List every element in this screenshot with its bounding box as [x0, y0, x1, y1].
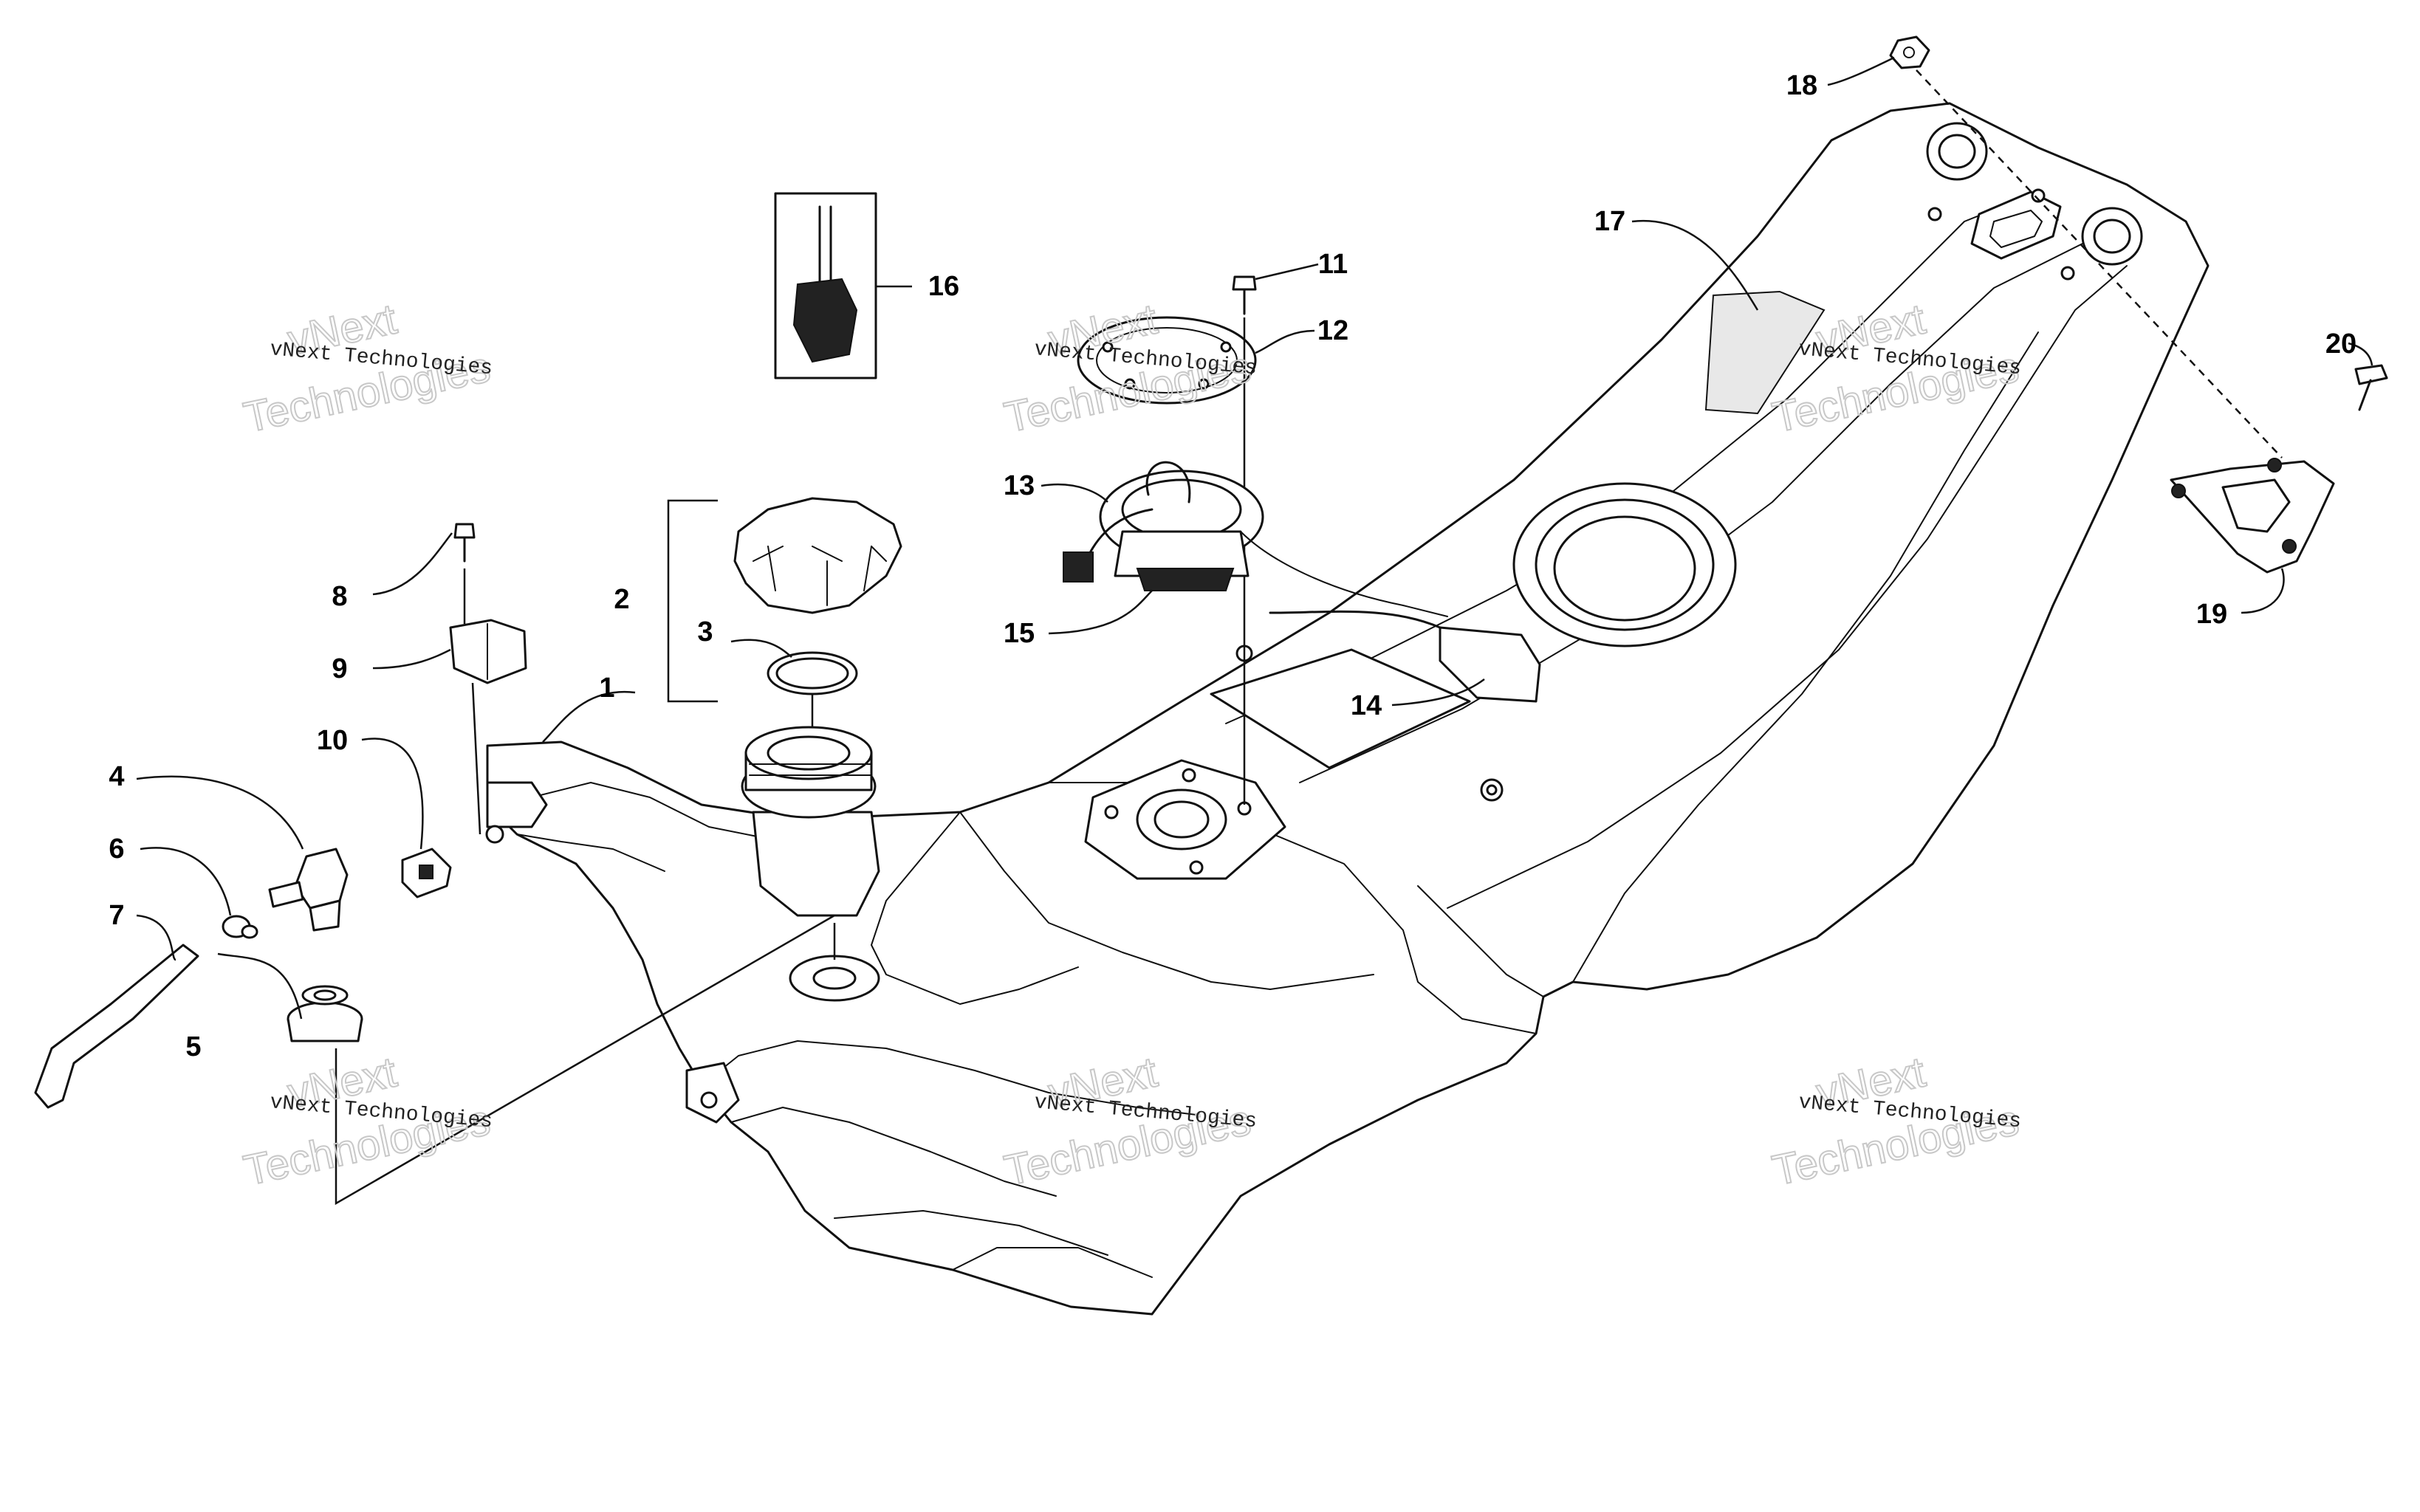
filler-neck [741, 726, 880, 917]
fuel-level-sender [1269, 610, 1541, 703]
bracket-2 [667, 499, 718, 703]
callout-4: 4 [109, 761, 124, 792]
leader-lines [136, 56, 2373, 1020]
pump-gasket [1077, 316, 1257, 405]
callout-15: 15 [1004, 618, 1035, 649]
warning-label-patch [1704, 290, 1826, 415]
grommet-5 [287, 985, 363, 1042]
bolt-20 [2354, 364, 2388, 411]
fuel-cap [733, 497, 902, 614]
callout-9: 9 [332, 653, 347, 684]
fuel-pump-module [1063, 461, 1448, 617]
callout-14: 14 [1351, 690, 1382, 721]
callout-12: 12 [1317, 315, 1348, 346]
speed-nut-10 [401, 848, 452, 898]
callout-13: 13 [1004, 470, 1035, 501]
hose-clamp-6 [222, 915, 258, 939]
nut-18 [1889, 35, 1930, 69]
callout-20: 20 [2325, 329, 2356, 360]
screw-11 [1232, 275, 1257, 315]
callout-18: 18 [1786, 70, 1817, 101]
mount-bracket-19 [2170, 458, 2335, 574]
callout-17: 17 [1594, 206, 1625, 237]
callout-6: 6 [109, 834, 124, 865]
bolt-8 [453, 523, 476, 563]
fuel-tank-body [485, 102, 2210, 1316]
clip-9 [449, 619, 527, 684]
wiring-harness-inset [774, 192, 912, 379]
callout-2: 2 [614, 584, 629, 615]
callout-8: 8 [332, 581, 347, 612]
callout-10: 10 [317, 725, 348, 756]
cap-o-ring [767, 651, 858, 695]
callout-19: 19 [2196, 599, 2227, 630]
callout-7: 7 [109, 900, 124, 931]
vent-hose-7 [34, 944, 199, 1109]
callout-1: 1 [599, 673, 614, 704]
callout-16: 16 [928, 271, 959, 302]
watermarks: vNext Technologies vNext Technologies vN… [239, 294, 2024, 1195]
callout-11: 11 [1318, 249, 1348, 280]
callout-5: 5 [185, 1031, 201, 1062]
vent-valve-4 [268, 848, 349, 932]
callout-3: 3 [697, 616, 713, 647]
callouts: 1 2 3 4 5 6 7 8 9 10 11 12 13 14 15 16 1… [109, 70, 2356, 1062]
